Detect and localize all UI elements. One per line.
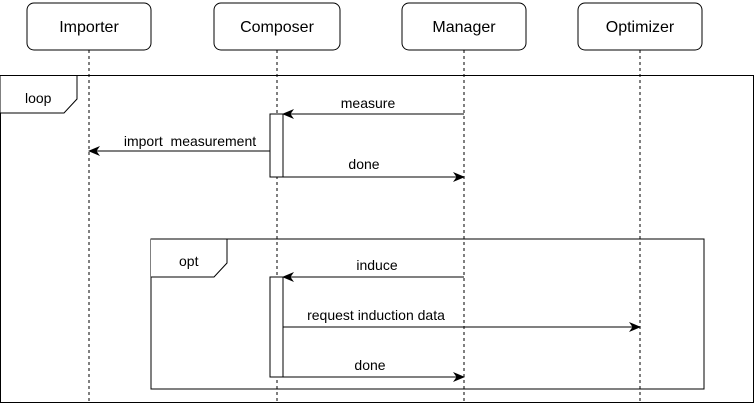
activation-bar-composer-opt [269,276,284,378]
opt-frame-label: opt [179,253,199,269]
message-measure-label: measure [341,95,396,111]
participant-manager-label: Manager [432,19,496,36]
message-import-measurement-label: import measurement [124,133,256,149]
participant-importer-label: Importer [59,19,119,36]
participant-importer: Importer [26,2,152,51]
participant-composer-label: Composer [240,19,314,36]
message-done-opt-label: done [354,357,385,373]
message-request-induction-data-label: request induction data [307,307,445,323]
participant-manager: Manager [401,2,527,51]
activation-bar-composer-loop [269,113,284,178]
participant-optimizer: Optimizer [577,2,703,51]
participant-optimizer-label: Optimizer [606,19,675,36]
participant-composer: Composer [213,2,341,51]
opt-frame: opt [150,238,705,390]
loop-frame-label: loop [25,90,52,106]
message-done-label: done [348,156,379,172]
message-induce-label: induce [356,257,397,273]
